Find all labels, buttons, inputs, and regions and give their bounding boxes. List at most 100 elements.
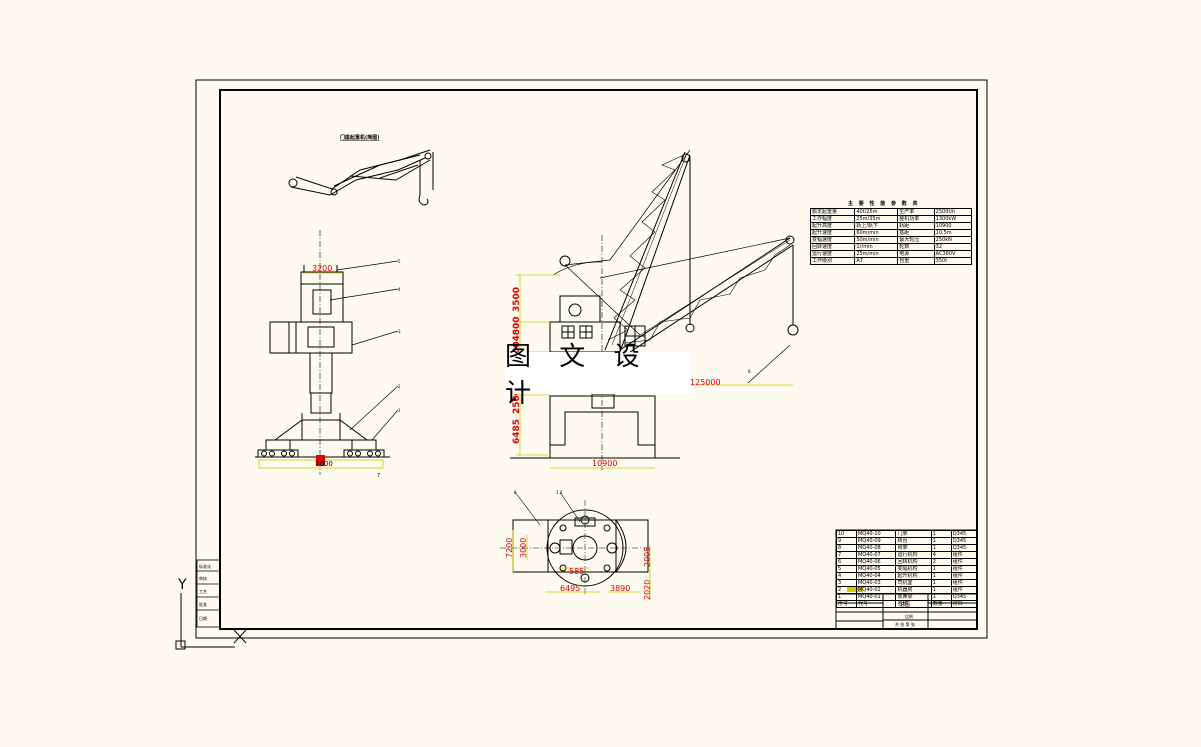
parts-cell: 1 [930,593,952,601]
plan-callout-6: 6 [514,490,517,495]
plan-dim-6495: 6495 [560,584,580,593]
params-cell: 起升速度 [809,229,856,237]
params-cell: 工作幅度 [809,215,856,223]
parts-cell: 组件 [950,551,978,559]
params-cell: A7 [854,257,899,265]
plan-view [500,491,650,595]
parts-cell: 起升机构 [895,572,932,580]
left-strip-label-1: 标准化 [199,563,211,569]
parts-cell: 10 [836,530,857,538]
parts-cell: 5 [836,565,857,573]
params-cell: 工作级别 [809,257,856,265]
params-cell: 2500t/h [933,208,973,216]
side-dim-4800: 004800 [512,316,522,354]
parts-cell: 门架 [895,530,932,538]
parts-cell: 1 [930,530,952,538]
parts-cell: MQ40-02 [855,586,897,594]
front-callout-7: 7 [377,473,380,479]
plan-dim-2020: 2020 [643,580,652,600]
params-cell: 电源 [897,250,935,258]
params-cell: 轨距 [897,222,935,230]
front-callout-4: 4 [398,287,401,292]
parts-cell: MQ40-08 [855,544,897,552]
parts-cell: 1 [930,579,952,587]
params-cell: 自重 [897,257,935,265]
parts-cell: 4 [836,572,857,580]
outer-border [195,79,988,639]
parts-cell: Q345 [950,530,978,538]
parts-header-cell: 代号 [855,600,897,608]
front-callout-1: 1 [398,408,401,413]
parts-cell: Q345 [950,593,978,601]
parts-header-cell: 名称 [895,600,932,608]
parts-cell: 组件 [950,558,978,566]
watermark: 图 文 设 计 [505,342,691,409]
side-dim-6485: 6485 [512,419,522,444]
parts-cell: 2 [836,586,857,594]
parts-cell: 1 [930,565,952,573]
parts-cell: MQ40-09 [855,537,897,545]
front-center-marker [316,455,325,466]
scale-label: 比例 [905,613,913,619]
parts-cell: Q345 [950,544,978,552]
parts-cell: 8 [836,544,857,552]
parts-header-cell: 序号 [836,600,857,608]
params-cell: 最大轮压 [897,236,935,244]
parts-cell: 组件 [950,586,978,594]
front-width-dim: 3200 [312,264,332,273]
parts-cell: MQ40-06 [855,558,897,566]
parts-cell: 1 [930,572,952,580]
params-cell: 10900 [933,222,973,230]
params-cell: 350t [933,257,973,265]
params-cell: 额定起重量 [809,208,856,216]
plan-dim-585: 585 [569,567,584,576]
plan-dim-2005: 2005 [643,547,652,567]
parts-cell: Q345 [950,537,978,545]
left-strip-label-5: 日期 [199,615,207,621]
left-strip-label-4: 批准 [199,601,207,607]
params-cell: 25m/35m [854,215,899,223]
parts-cell: 回转机构 [895,558,932,566]
params-cell: 起升高度 [809,222,856,230]
plan-dim-3890: 3890 [610,584,630,593]
parts-cell: 运行机构 [895,551,932,559]
parts-cell: MQ40-04 [855,572,897,580]
params-cell: 基距 [897,229,935,237]
front-view [255,230,399,475]
params-cell: AC380V [933,250,973,258]
parts-cell: 司机室 [895,579,932,587]
parts-cell: 机器房 [895,586,932,594]
parts-cell: 4 [930,551,952,559]
parts-cell: MQ40-07 [855,551,897,559]
params-cell: 回转速度 [809,243,856,251]
left-title-strip [196,559,221,628]
params-cell: 运行速度 [809,250,856,258]
parts-cell: 7 [836,551,857,559]
params-cell: 250kN [933,236,973,244]
parts-header-row: 序号代号名称数量材料 [836,600,978,608]
ucs-y-label: Y [177,577,187,593]
ucs-icon [175,593,247,650]
side-dim-2500: 2500 [512,389,522,414]
parts-cell: 6 [836,558,857,566]
parts-cell: MQ40-03 [855,579,897,587]
parts-cell: 组件 [950,579,978,587]
params-cell: 10.5m [933,229,973,237]
parts-cell: 组件 [950,572,978,580]
sheet-label: 共 张 第 张 [895,621,915,627]
parts-cell: 9 [836,537,857,545]
inner-border [219,89,978,630]
